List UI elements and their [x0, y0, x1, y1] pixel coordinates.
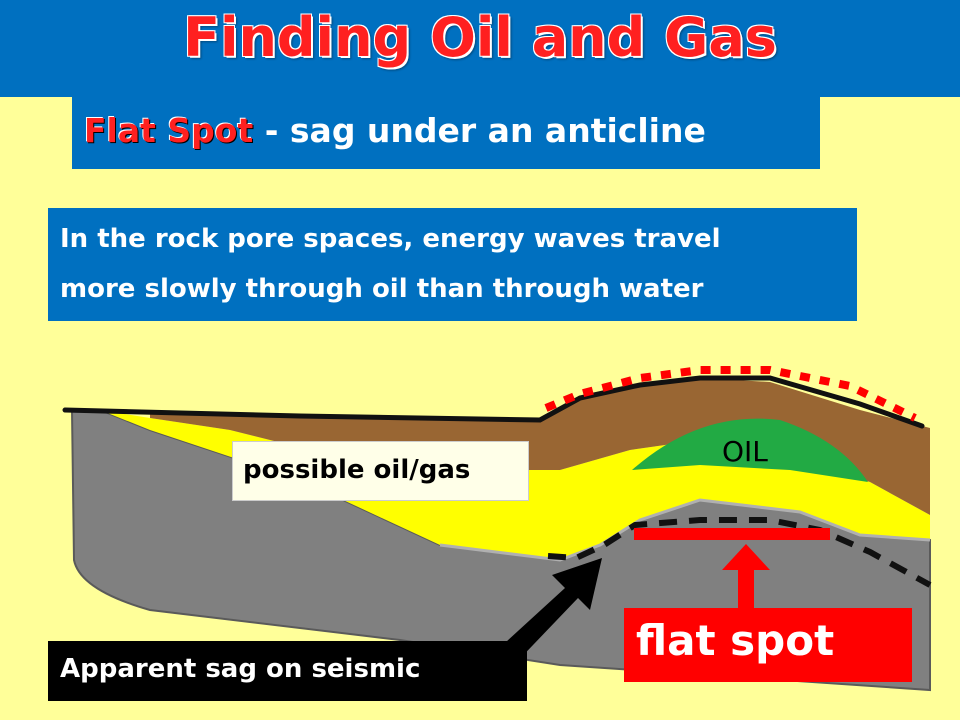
apparent-sag-callout: Apparent sag on seismic [48, 641, 527, 701]
subtitle-banner: Flat Spot - sag under an anticline [72, 97, 820, 169]
apparent-sag-text: Apparent sag on seismic [60, 654, 421, 684]
info-line-2: more slowly through oil than through wat… [60, 274, 704, 304]
basement-top-line [439, 498, 931, 562]
flat-spot-bar [634, 528, 830, 540]
possible-oil-gas-label: possible oil/gas [232, 441, 529, 501]
subtitle-rest: - sag under an anticline [253, 111, 706, 150]
seismic-sag-line [547, 517, 932, 588]
flat-spot-text: flat spot [636, 616, 835, 665]
title-banner [0, 0, 960, 97]
oil-label: OIL [722, 435, 768, 468]
page-title: Finding Oil and Gas [183, 6, 777, 69]
sag-arrow [495, 558, 602, 668]
possible-oil-gas-text: possible oil/gas [243, 455, 471, 485]
flat-spot-arrow-head [722, 544, 770, 570]
subtitle-highlight: Flat Spot [84, 111, 254, 150]
oil-reservoir [632, 418, 868, 482]
cap-rock-layer [150, 378, 930, 515]
subtitle: Flat Spot - sag under an anticline [84, 111, 706, 150]
flat-spot-arrow-shaft [738, 565, 754, 610]
info-box: In the rock pore spaces, energy waves tr… [48, 208, 857, 321]
info-line-1: In the rock pore spaces, energy waves tr… [60, 224, 721, 254]
surface-line [62, 375, 925, 429]
flat-spot-callout: flat spot [624, 608, 912, 682]
